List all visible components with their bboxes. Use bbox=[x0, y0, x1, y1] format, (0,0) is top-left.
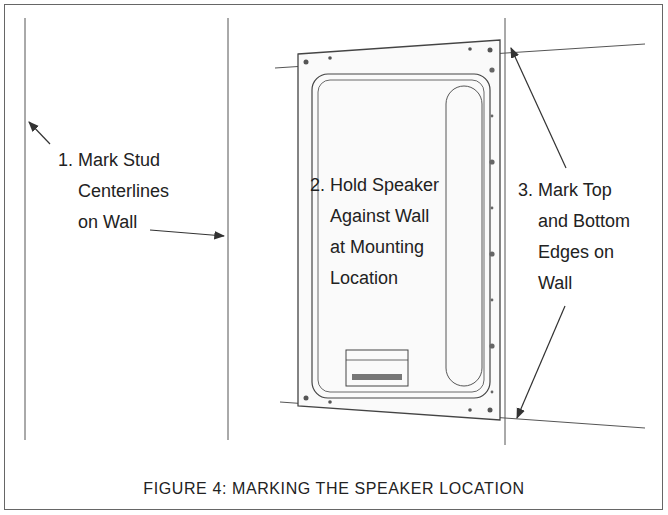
step-label: 2. Hold Speaker Against Wall at Mounting… bbox=[310, 170, 444, 294]
figure-caption: FIGURE 4: MARKING THE SPEAKER LOCATION bbox=[0, 480, 668, 498]
mounting-hole bbox=[491, 115, 494, 118]
mounting-hole bbox=[491, 207, 494, 210]
step-label: 3. Mark Top and Bottom Edges on Wall bbox=[518, 175, 638, 299]
leader-arrows bbox=[29, 48, 566, 418]
step-label: 1. Mark Stud Centerlines on Wall bbox=[58, 145, 176, 238]
mounting-hole bbox=[491, 299, 494, 302]
frame-border bbox=[5, 5, 663, 510]
stud-centerlines bbox=[25, 18, 505, 445]
mounting-hole bbox=[489, 159, 494, 164]
speaker-frame bbox=[298, 40, 500, 420]
mounting-hole bbox=[489, 67, 494, 72]
mounting-hole bbox=[489, 251, 494, 256]
mounting-hole bbox=[489, 343, 494, 348]
mounting-hole bbox=[491, 391, 494, 394]
